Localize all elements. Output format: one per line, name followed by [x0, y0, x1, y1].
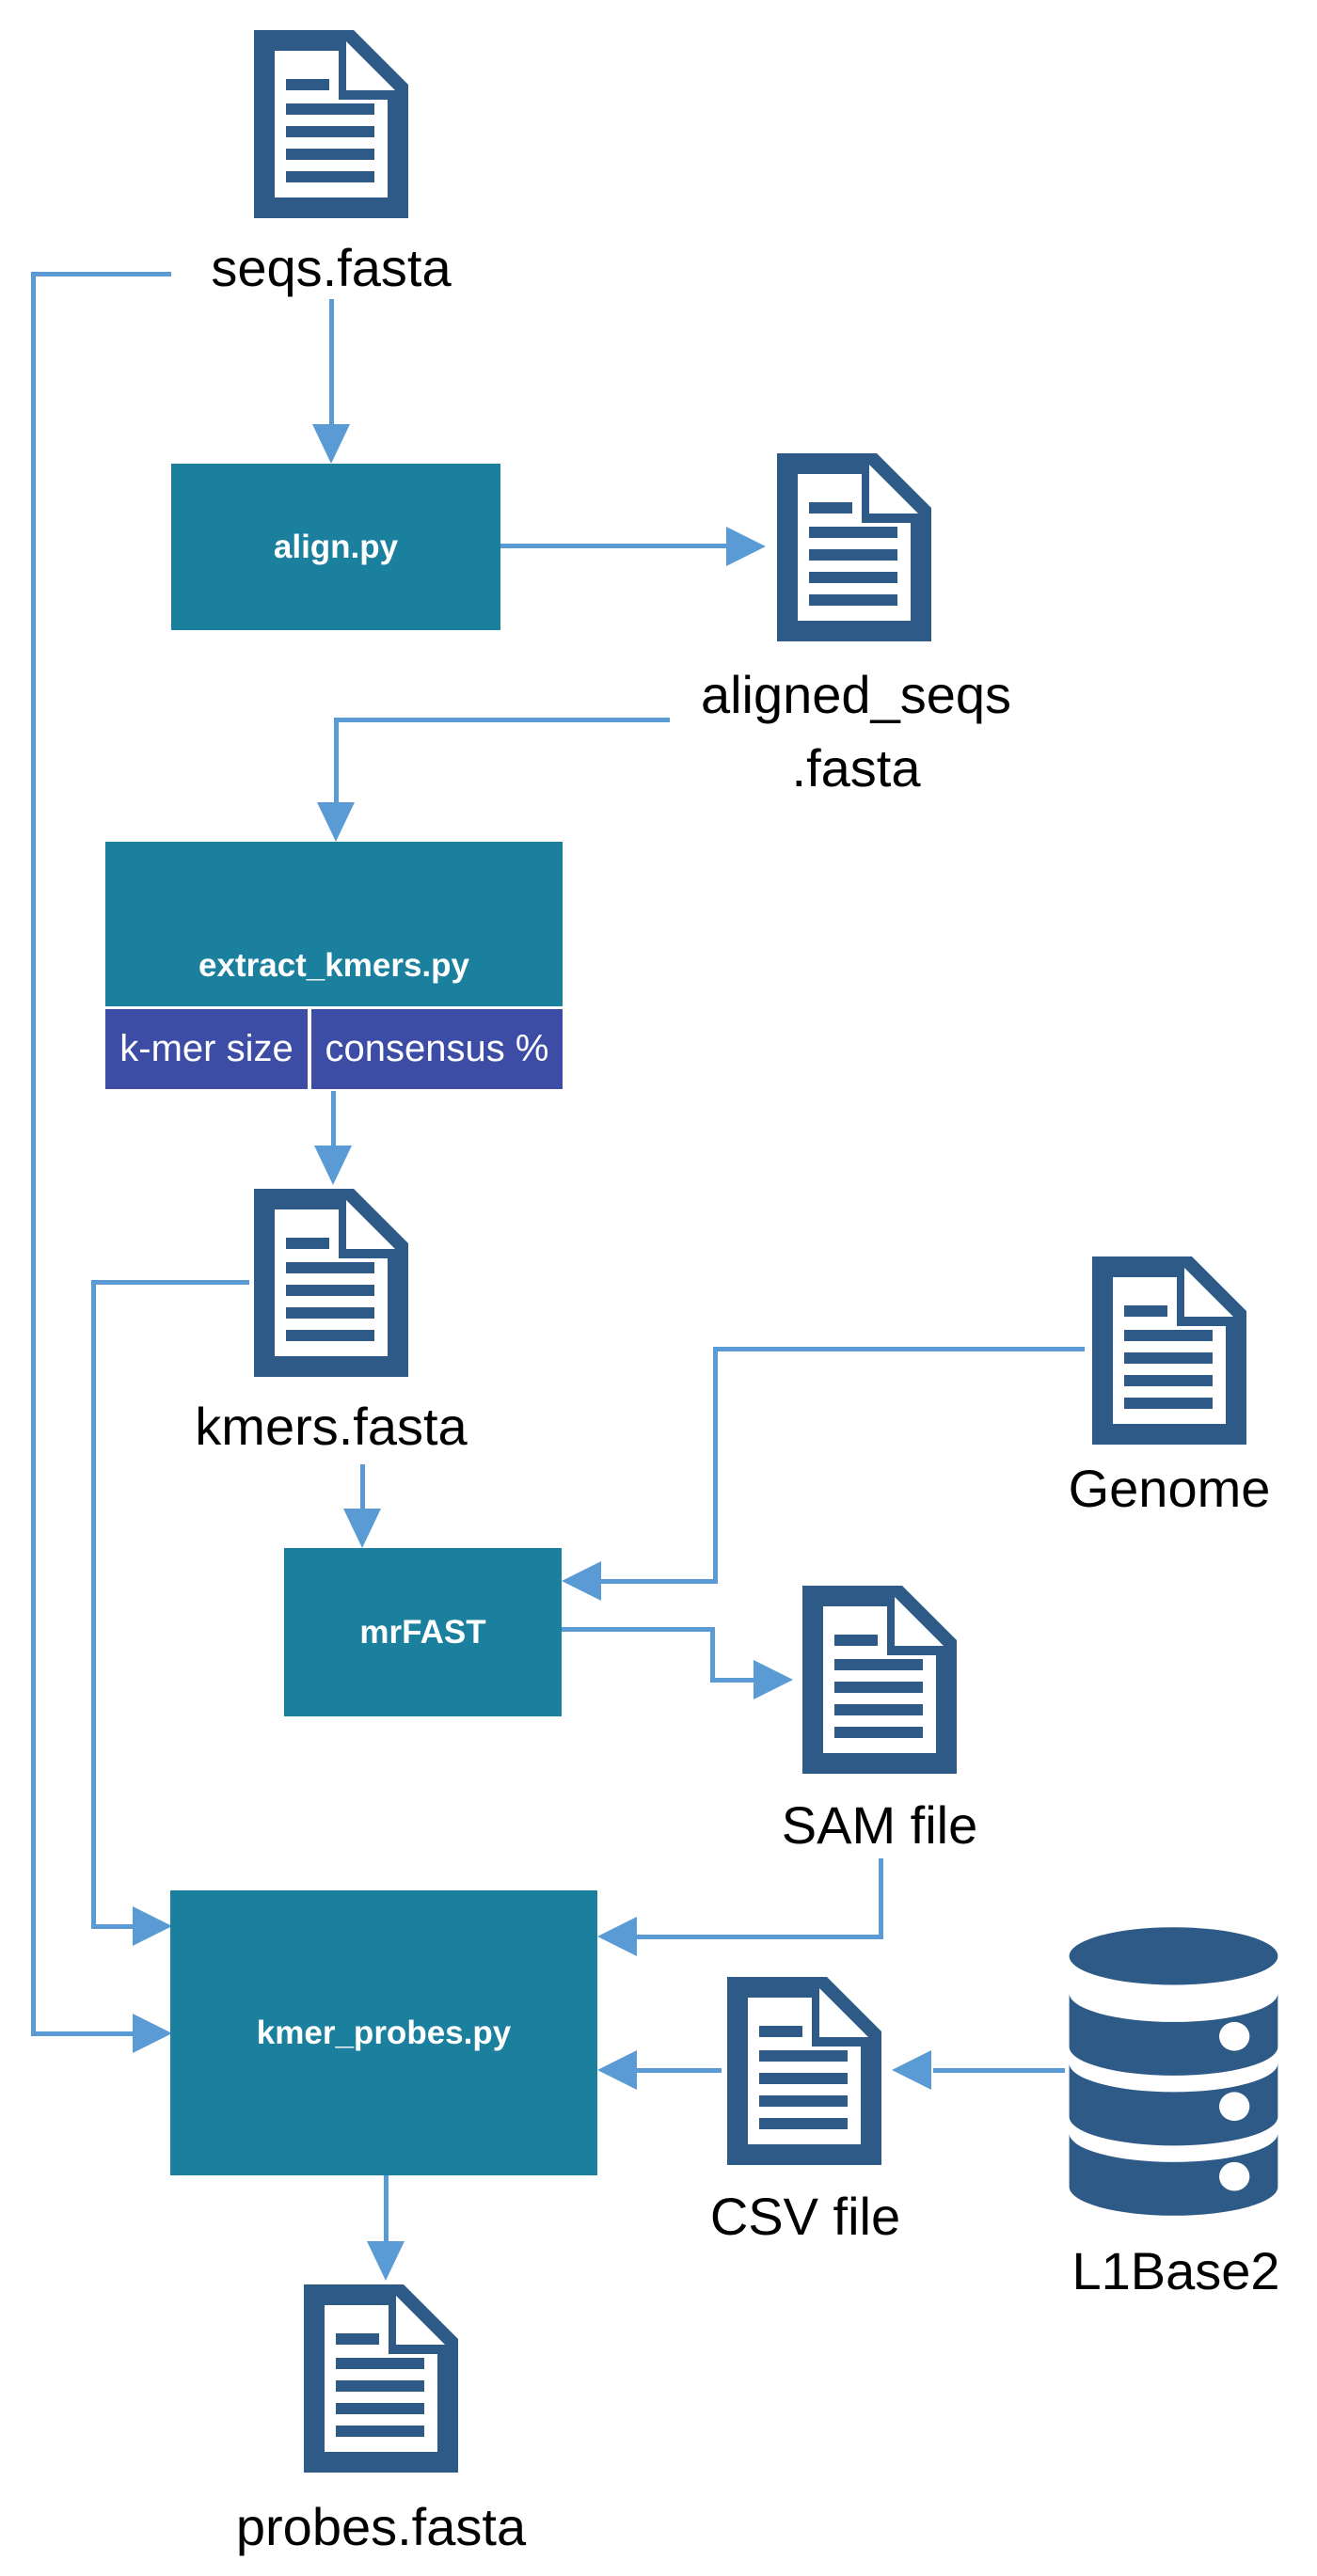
mrfast-box-label: mrFAST: [359, 1613, 486, 1651]
edge-sam-to-kmerprobes-arrowhead: [597, 1917, 637, 1956]
aligned-seqs-fasta-label: aligned_seqs .fasta: [649, 658, 1063, 805]
edge-genome-to-mrfast-line: [713, 1347, 1085, 1351]
edge-genome-to-mrfast-line: [599, 1579, 716, 1584]
aligned-seqs-fasta-file-icon: [777, 453, 931, 641]
edge-sam-to-kmerprobes-line: [635, 1935, 883, 1939]
sam-file-icon: [802, 1586, 957, 1774]
edge-alignedseqs-to-extract-line: [334, 718, 339, 804]
edge-kmers-to-mrfast-line: [360, 1464, 365, 1511]
edge-seqs-to-align-line: [329, 299, 334, 428]
edge-seqs-to-kmerprobes-line: [31, 272, 171, 277]
extract-kmers-py-box-label: extract_kmers.py: [198, 946, 469, 984]
edge-kmers-to-mrfast-arrowhead: [343, 1509, 381, 1548]
edge-mrfast-to-sam-arrowhead: [754, 1660, 793, 1699]
edge-alignedseqs-to-extract-line: [336, 718, 670, 722]
mrfast-box: mrFAST: [284, 1548, 562, 1716]
edge-kmers-to-kmerprobes-line: [91, 1280, 96, 1929]
edge-kmers-to-kmerprobes-arrowhead: [133, 1906, 172, 1946]
edge-seqs-to-kmerprobes-line: [31, 2031, 133, 2036]
kmer-probes-py-box-label: kmer_probes.py: [256, 2014, 512, 2051]
edge-mrfast-to-sam-line: [710, 1678, 755, 1683]
genome-file-icon: [1092, 1256, 1246, 1445]
edge-sam-to-kmerprobes-line: [879, 1858, 883, 1939]
align-py-box: align.py: [171, 464, 500, 630]
probes-fasta-file-icon: [304, 2284, 458, 2473]
edge-kmerprobes-to-probes-arrowhead: [367, 2241, 405, 2281]
edge-extract-to-kmers-line: [331, 1091, 336, 1147]
edge-align-to-alignedseqs-line: [500, 544, 728, 548]
edge-seqs-to-kmerprobes-arrowhead: [133, 2014, 172, 2053]
edge-seqs-to-kmerprobes-line: [31, 272, 36, 2036]
l1base2-database-icon: [1069, 1927, 1278, 2216]
align-py-box-label: align.py: [273, 528, 399, 565]
param-consensus-percent: consensus %: [311, 1009, 563, 1089]
genome-label: Genome: [1068, 1459, 1271, 1518]
edge-mrfast-to-sam-line: [710, 1627, 715, 1683]
csv-file-icon: [727, 1977, 881, 2165]
edge-kmers-to-kmerprobes-line: [91, 1280, 249, 1285]
seqs-fasta-label: seqs.fasta: [211, 238, 452, 297]
param-kmer-size: k-mer size: [105, 1009, 308, 1089]
kmers-fasta-file-icon: [254, 1189, 408, 1377]
edge-kmers-to-kmerprobes-line: [96, 1924, 135, 1929]
edge-genome-to-mrfast-line: [713, 1347, 718, 1584]
aligned-seqs-fasta-label-line1: aligned_seqs: [700, 665, 1012, 724]
aligned-seqs-fasta-label-line2: .fasta: [791, 738, 921, 798]
edge-csv-to-kmerprobes-line: [635, 2068, 722, 2073]
kmer-probes-py-box: kmer_probes.py: [170, 1890, 597, 2175]
seqs-fasta-file-icon: [254, 30, 408, 218]
edge-alignedseqs-to-extract-arrowhead: [317, 802, 355, 842]
csv-file-label: CSV file: [709, 2187, 901, 2246]
edge-seqs-to-align-arrowhead: [312, 424, 350, 464]
l1base2-label: L1Base2: [1071, 2241, 1280, 2300]
edge-csv-to-kmerprobes-arrowhead: [597, 2050, 637, 2090]
edge-genome-to-mrfast-arrowhead: [562, 1561, 601, 1601]
edge-align-to-alignedseqs-arrowhead: [726, 527, 766, 566]
extract-kmers-py-box: extract_kmers.py k-mer size consensus %: [105, 842, 563, 1089]
edge-extract-to-kmers-arrowhead: [314, 1146, 352, 1185]
probes-fasta-label: probes.fasta: [235, 2497, 527, 2556]
edge-l1base2-to-csv-line: [933, 2068, 1065, 2073]
extract-kmers-param-row: k-mer size consensus %: [105, 1006, 563, 1089]
edge-l1base2-to-csv-arrowhead: [892, 2050, 931, 2090]
edge-mrfast-to-sam-line: [562, 1627, 715, 1632]
sam-file-label: SAM file: [781, 1795, 978, 1855]
kmers-fasta-label: kmers.fasta: [195, 1397, 468, 1456]
edge-kmerprobes-to-probes-line: [384, 2175, 389, 2243]
